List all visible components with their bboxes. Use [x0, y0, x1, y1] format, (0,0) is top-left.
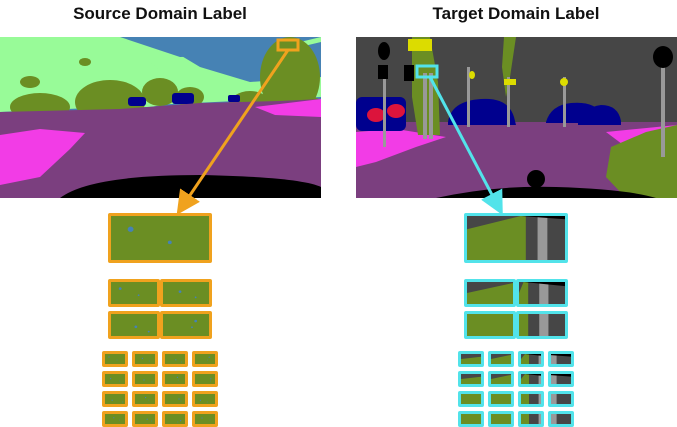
source-patch-level2	[160, 311, 212, 339]
target-patch-level3	[518, 371, 544, 387]
target-patch-level3	[458, 371, 484, 387]
source-patch-level3	[132, 371, 158, 387]
source-patch-level3	[162, 351, 188, 367]
target-patch-level3	[488, 351, 514, 367]
target-patch-level3	[488, 371, 514, 387]
source-patch-level3	[162, 411, 188, 427]
source-patch-level3	[162, 371, 188, 387]
source-patch-level3	[102, 371, 128, 387]
target-patch-level3	[548, 371, 574, 387]
target-patch-level2	[464, 279, 516, 307]
target-label-map	[356, 37, 677, 198]
target-patch-level3	[518, 351, 544, 367]
target-patch-level3	[518, 411, 544, 427]
source-patch-level3	[102, 411, 128, 427]
target-patch-level3	[488, 391, 514, 407]
target-patch-level3	[548, 391, 574, 407]
source-patch-level3	[102, 391, 128, 407]
source-patch-level3	[192, 411, 218, 427]
target-patch-level3	[458, 391, 484, 407]
target-patch-level3	[548, 351, 574, 367]
source-label-map	[0, 37, 321, 198]
target-patch-level2	[464, 311, 516, 339]
target-patch-level1	[464, 213, 568, 263]
target-patch-level3	[548, 411, 574, 427]
source-patch-level3	[162, 391, 188, 407]
source-patch-level1	[108, 213, 212, 263]
target-patch-level2	[516, 279, 568, 307]
target-patch-level3	[458, 351, 484, 367]
source-patch-level3	[192, 371, 218, 387]
source-patch-level3	[192, 351, 218, 367]
target-patch-level3	[488, 411, 514, 427]
target-patch-level3	[518, 391, 544, 407]
source-patch-level3	[132, 391, 158, 407]
target-domain-title: Target Domain Label	[432, 4, 600, 23]
source-patch-level3	[132, 351, 158, 367]
source-patch-level2	[108, 279, 160, 307]
source-domain-title: Source Domain Label	[73, 4, 247, 23]
target-patch-level3	[458, 411, 484, 427]
target-patch-level2	[516, 311, 568, 339]
source-patch-level2	[160, 279, 212, 307]
source-patch-level3	[132, 411, 158, 427]
source-patch-level2	[108, 311, 160, 339]
source-patch-level3	[192, 391, 218, 407]
source-patch-level3	[102, 351, 128, 367]
